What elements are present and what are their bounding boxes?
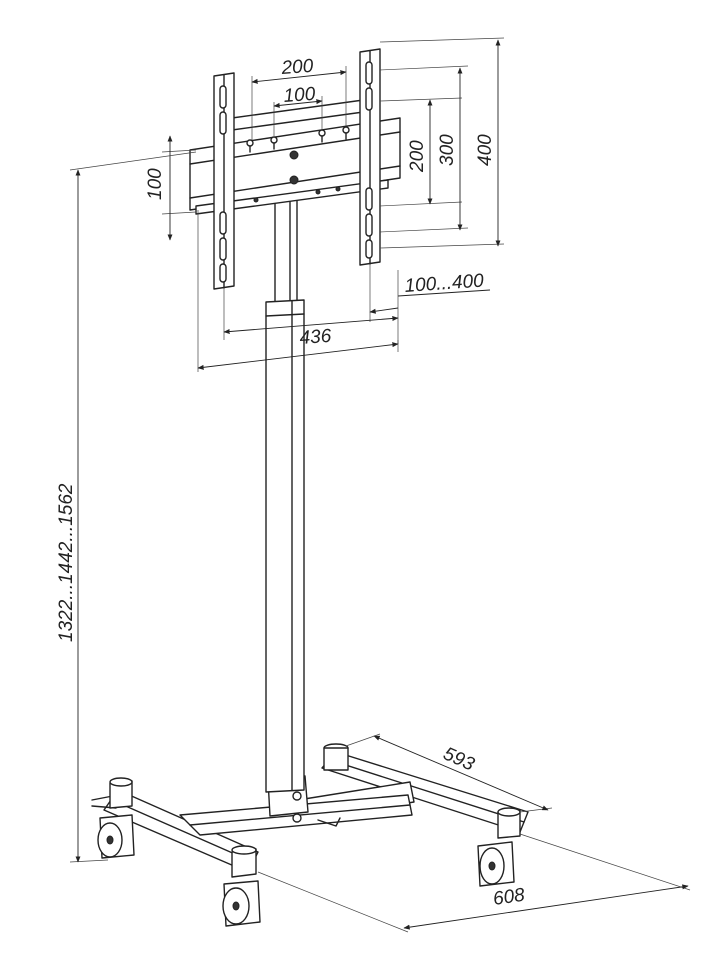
- label-right-300: 300: [437, 134, 458, 166]
- label-height-range: 1322...1442...1562: [56, 483, 77, 642]
- caster-back-right: [477, 807, 521, 887]
- column-pole: [265, 197, 305, 793]
- dimension-lines: [69, 37, 691, 933]
- keyhole-slots: [246, 126, 350, 153]
- caster-back-left: [317, 743, 349, 827]
- vertical-arm-left: [213, 72, 235, 290]
- label-top-200: 200: [280, 56, 315, 79]
- label-right-200: 200: [407, 140, 428, 173]
- label-right-400: 400: [475, 134, 496, 166]
- label-horizontal-range: 100...400: [404, 270, 485, 297]
- caster-front-center: [222, 845, 261, 927]
- caster-front-left: [97, 777, 135, 859]
- label-base-width: 608: [492, 885, 527, 910]
- wall-bracket: [189, 97, 401, 215]
- vertical-arm-right: [359, 48, 381, 266]
- label-base-depth: 593: [440, 743, 478, 775]
- label-left-100: 100: [145, 168, 166, 200]
- label-bracket-width: 436: [299, 326, 333, 349]
- label-top-100: 100: [283, 84, 317, 107]
